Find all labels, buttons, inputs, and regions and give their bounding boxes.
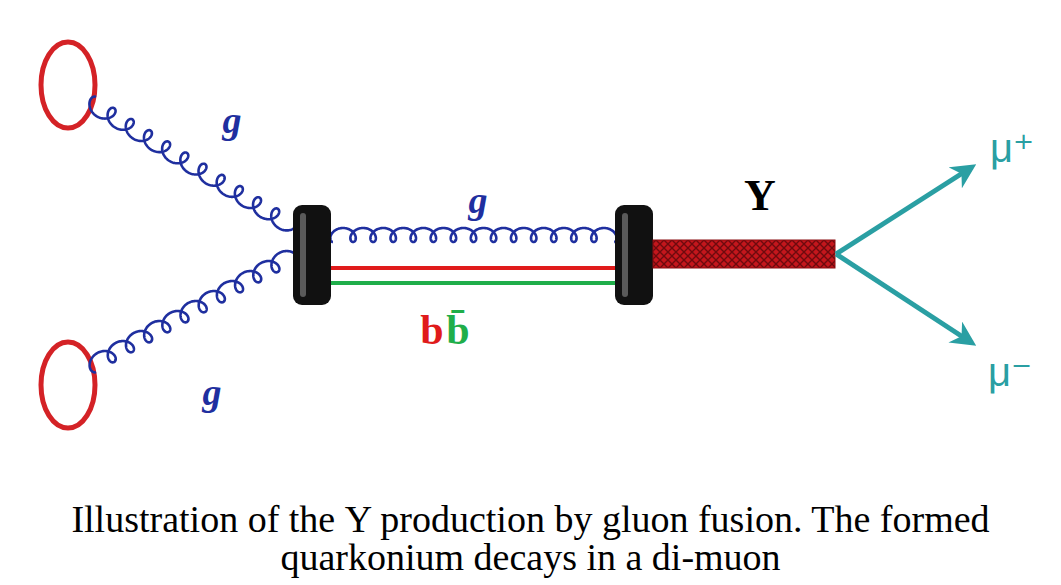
hadron-ellipse	[41, 42, 95, 128]
vertex	[293, 205, 331, 305]
gluon-label: g	[203, 373, 222, 411]
antiquark-label: b̄	[446, 309, 469, 351]
quark-line	[331, 266, 615, 270]
muon-arrow	[836, 254, 972, 343]
gluon-curl	[330, 228, 616, 242]
gluon-lines	[89, 97, 616, 373]
muon-label: μ⁺	[990, 128, 1034, 168]
particle-label: Υ	[744, 174, 776, 218]
caption: Illustration of the Υ production by gluo…	[10, 500, 1051, 576]
muon-label: μ⁻	[988, 352, 1032, 392]
gluon-curl	[89, 97, 297, 231]
gluon-label: g	[223, 101, 242, 139]
quark-label: b	[420, 309, 443, 351]
vertex-highlight	[300, 213, 306, 297]
muon-arrow	[836, 167, 972, 254]
vertex-highlight	[622, 213, 628, 297]
vertex	[615, 205, 653, 305]
gluon-label: g	[469, 181, 488, 219]
hadron-ellipse	[41, 342, 95, 428]
upsilon-band	[653, 240, 835, 268]
gluon-curl	[90, 251, 298, 372]
antiquark-line	[331, 281, 615, 285]
